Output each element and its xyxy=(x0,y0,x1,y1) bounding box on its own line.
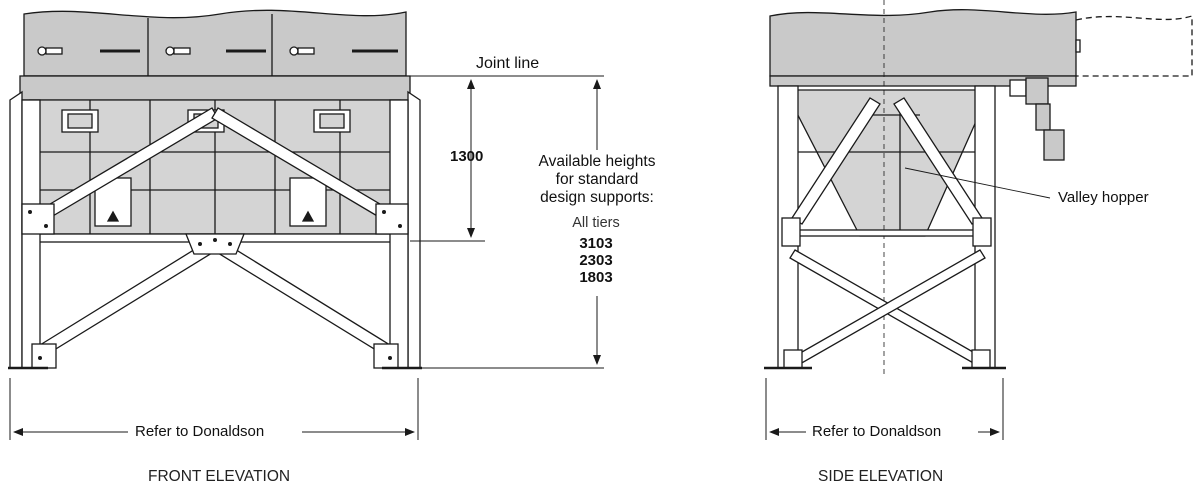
valley-hopper-shape xyxy=(783,89,992,237)
joint-line-label: Joint line xyxy=(476,55,540,72)
side-housing xyxy=(769,9,1077,77)
available-heights-label: Available heights for standard design su… xyxy=(516,153,678,207)
side-dimensions xyxy=(765,378,1004,440)
height-values: 3103 2303 1803 xyxy=(546,235,646,286)
refer-side-label: Refer to Donaldson xyxy=(812,423,942,440)
latch-handles xyxy=(37,46,398,56)
valley-hopper-label: Valley hopper xyxy=(1058,189,1149,206)
refer-front-label: Refer to Donaldson xyxy=(135,423,265,440)
available-heights-line-3: design supports: xyxy=(540,189,654,206)
front-elevation-drawing xyxy=(8,9,422,370)
front-dimensions xyxy=(9,75,604,440)
height-3103: 3103 xyxy=(579,235,613,252)
dashed-extension xyxy=(1075,15,1193,77)
side-elevation-title: SIDE ELEVATION xyxy=(818,468,944,485)
all-tiers-label: All tiers xyxy=(572,215,620,231)
side-elevation-drawing xyxy=(764,0,1193,376)
height-2303: 2303 xyxy=(579,252,613,269)
front-housing xyxy=(23,9,407,77)
front-elevation-title: FRONT ELEVATION xyxy=(148,468,291,485)
dim-1300-label: 1300 xyxy=(450,148,484,165)
available-heights-line-1: Available heights xyxy=(538,153,656,170)
available-heights-line-2: for standard xyxy=(555,171,639,188)
height-1803: 1803 xyxy=(579,269,613,286)
